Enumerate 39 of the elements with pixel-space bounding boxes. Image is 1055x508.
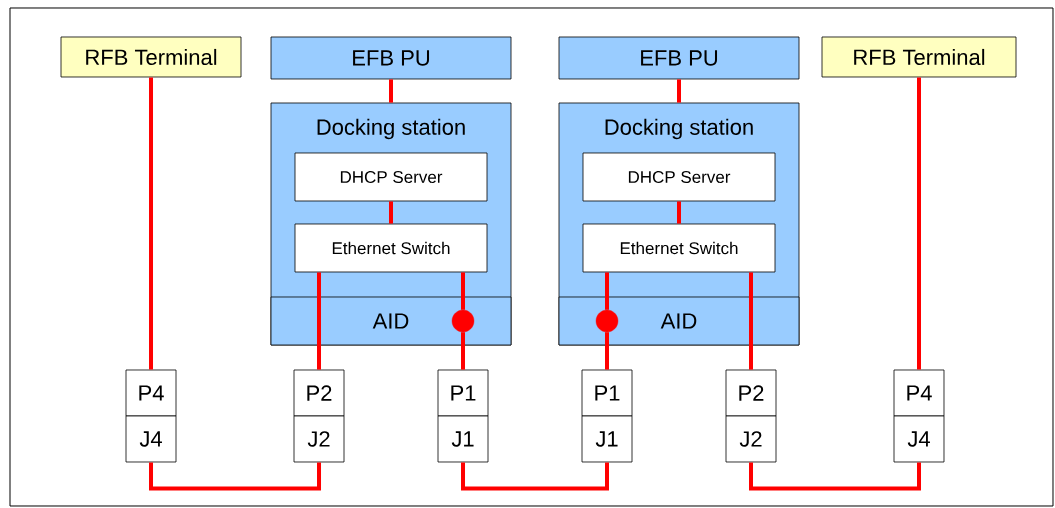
connector-line (605, 272, 609, 310)
connector-line (677, 201, 681, 224)
component-box: Ethernet Switch (294, 223, 488, 273)
connector-box: P2 (725, 369, 777, 417)
connector-line (149, 77, 153, 370)
connector-box: P1 (437, 369, 489, 417)
connector-line (749, 272, 753, 370)
connector-line (677, 79, 681, 103)
connector-box: P1 (581, 369, 633, 417)
connector-box: J1 (437, 415, 489, 463)
connector-line (917, 77, 921, 370)
connector-line (461, 462, 609, 491)
connector-line (389, 201, 393, 224)
component-box: DHCP Server (582, 152, 776, 202)
unit-box: EFB PU (558, 36, 800, 80)
aid-band: AID (270, 296, 512, 346)
connector-line (605, 332, 609, 370)
connector-line (749, 462, 921, 491)
component-box: Ethernet Switch (582, 223, 776, 273)
component-box: DHCP Server (294, 152, 488, 202)
connector-box: P4 (125, 369, 177, 417)
terminal-box: RFB Terminal (60, 36, 242, 78)
aid-band: AID (558, 296, 800, 346)
terminal-box: RFB Terminal (821, 36, 1017, 78)
junction-dot (595, 309, 619, 333)
connector-box: P4 (893, 369, 945, 417)
connector-box: J4 (125, 415, 177, 463)
connector-box: P2 (293, 369, 345, 417)
connector-line (317, 272, 321, 370)
connector-box: J2 (293, 415, 345, 463)
unit-box: EFB PU (270, 36, 512, 80)
connector-line (389, 79, 393, 103)
connector-box: J1 (581, 415, 633, 463)
connector-line (461, 332, 465, 370)
connector-box: J2 (725, 415, 777, 463)
junction-dot (451, 309, 475, 333)
connector-line (149, 462, 321, 491)
connector-line (461, 272, 465, 310)
connector-box: J4 (893, 415, 945, 463)
